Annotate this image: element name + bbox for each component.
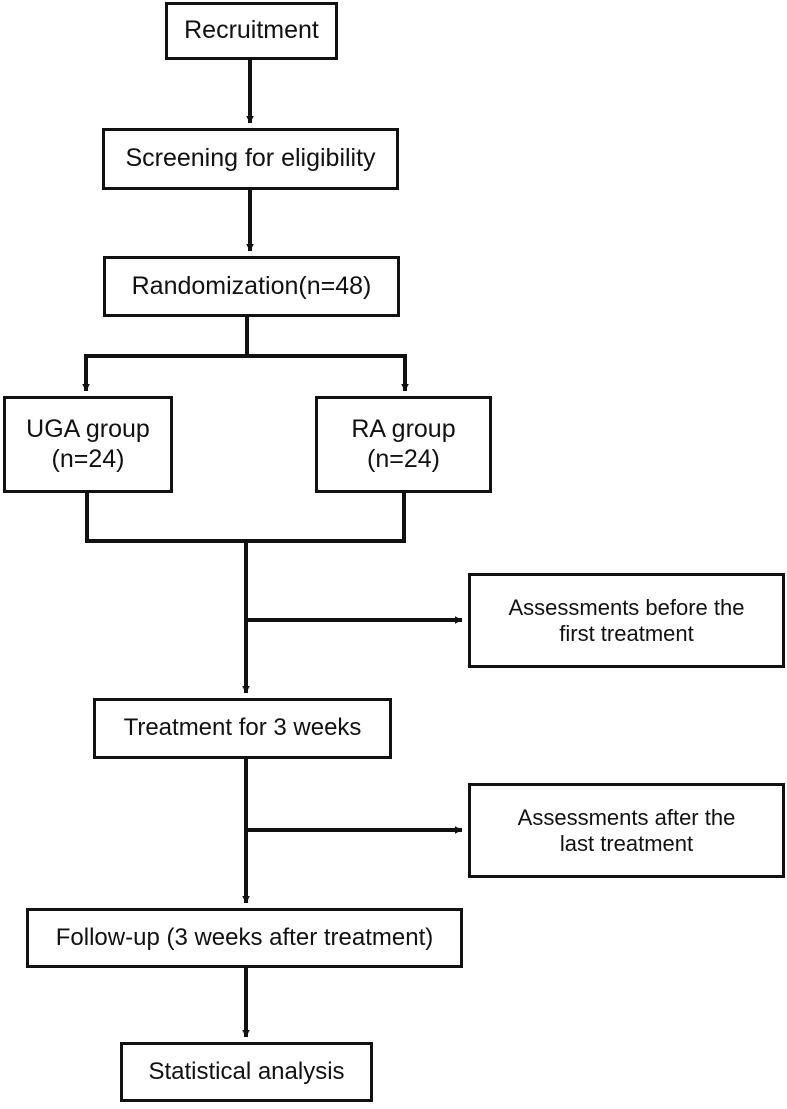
node-randomization[interactable]: Randomization(n=48) (103, 256, 400, 317)
node-recruitment[interactable]: Recruitment (165, 2, 338, 60)
node-randomization-label: Randomization(n=48) (131, 271, 372, 300)
node-ra-group-label: RA group (n=24) (351, 415, 456, 473)
node-statistical-analysis[interactable]: Statistical analysis (120, 1042, 373, 1102)
node-ra-group[interactable]: RA group (n=24) (315, 396, 492, 493)
node-treatment-label: Treatment for 3 weeks (123, 714, 362, 742)
node-screening-for-eligibility[interactable]: Screening for eligibility (102, 128, 399, 190)
node-assessments-before-first-treatment[interactable]: Assessments before the first treatment (468, 573, 785, 668)
node-statistical-analysis-label: Statistical analysis (148, 1057, 345, 1085)
node-screening-label: Screening for eligibility (125, 144, 376, 173)
node-assessments-after-label: Assessments after the last treatment (517, 804, 736, 856)
node-uga-group[interactable]: UGA group (n=24) (3, 396, 173, 493)
node-followup[interactable]: Follow-up (3 weeks after treatment) (26, 908, 463, 968)
node-assessments-after-last-treatment[interactable]: Assessments after the last treatment (468, 783, 785, 878)
node-recruitment-label: Recruitment (184, 16, 319, 45)
node-uga-group-label: UGA group (n=24) (26, 415, 150, 473)
node-assessments-before-label: Assessments before the first treatment (508, 594, 745, 646)
node-treatment-for-3-weeks[interactable]: Treatment for 3 weeks (93, 698, 392, 759)
node-followup-label: Follow-up (3 weeks after treatment) (55, 923, 434, 951)
